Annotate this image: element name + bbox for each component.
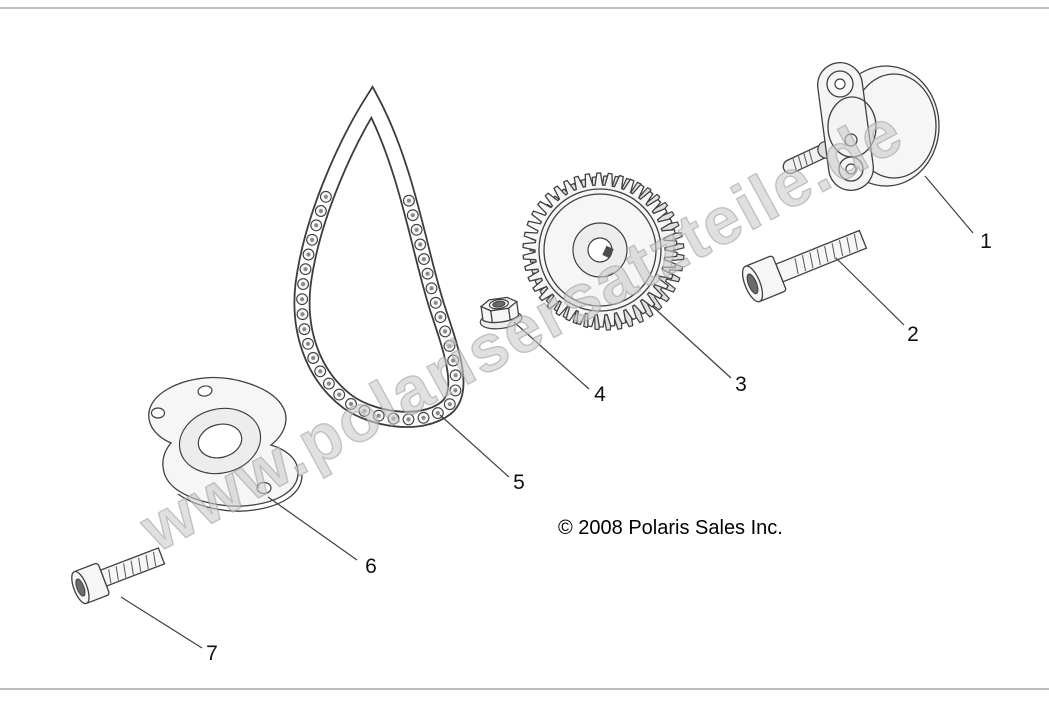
- copyright-text: © 2008 Polaris Sales Inc.: [558, 517, 783, 539]
- callout-5: 5: [513, 471, 525, 494]
- gasket-bolt-hole: [197, 385, 213, 397]
- gear-keyway: [602, 245, 614, 259]
- leader-line-2: [835, 257, 905, 326]
- leader-line-1: [924, 175, 974, 234]
- leader-line-6: [267, 496, 358, 561]
- part-oil-pump: [782, 62, 940, 191]
- gasket-bolt-hole: [150, 407, 166, 419]
- callout-2: 2: [907, 323, 919, 346]
- part-bolt-short: [71, 547, 166, 605]
- part-drive-chain: [293, 85, 465, 428]
- gasket-center-hole: [197, 423, 243, 459]
- callout-3: 3: [735, 373, 747, 396]
- part-drive-gear: [522, 172, 685, 331]
- part-bolt-long: [741, 229, 868, 303]
- callout-6: 6: [365, 555, 377, 578]
- leader-line-4: [513, 321, 590, 390]
- bolt-socket: [75, 578, 86, 597]
- part-flange-nut: [479, 296, 523, 330]
- leader-line-7: [120, 596, 203, 649]
- callout-numbers: 1 2 3 4 5 6 7: [206, 230, 992, 665]
- gasket-bolt-hole: [256, 481, 272, 495]
- chain-links: [296, 190, 462, 426]
- watermark-text: www.polarisersatzteile.de: [128, 93, 915, 566]
- part-gasket-plate: [148, 376, 303, 512]
- callout-4: 4: [594, 383, 606, 406]
- leader-lines: [120, 175, 974, 649]
- bolt-socket: [746, 273, 759, 295]
- leader-line-3: [651, 305, 732, 379]
- callout-7: 7: [206, 642, 218, 665]
- callout-1: 1: [980, 230, 992, 253]
- leader-line-5: [439, 414, 510, 478]
- nut-bore: [492, 300, 506, 308]
